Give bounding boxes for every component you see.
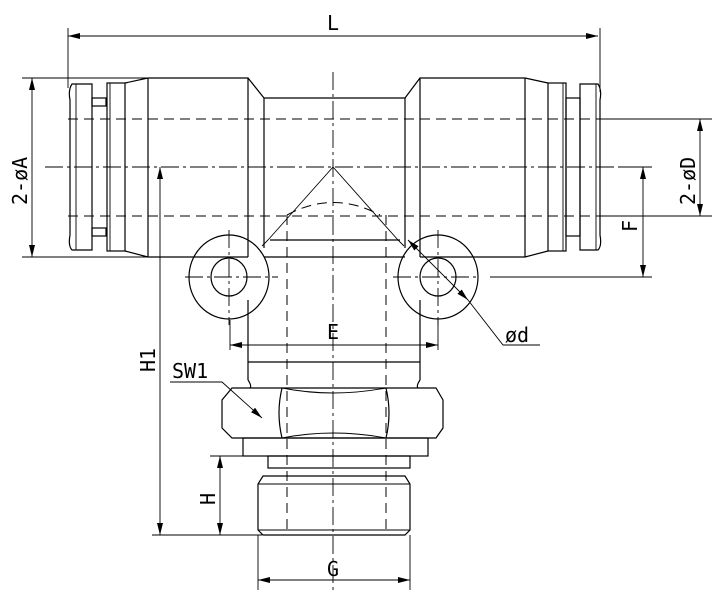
label-2-dD: 2-øD [676,157,700,205]
release-ring-right [393,230,480,325]
label-E: E [327,320,339,344]
label-2-dA: 2-øA [8,157,32,205]
stem-and-thread [221,300,444,536]
label-L: L [327,11,339,35]
label-SW1: SW1 [172,359,208,383]
label-G: G [327,557,339,581]
hidden-lines [45,72,640,590]
hex-nut [221,387,444,439]
label-H: H [196,493,220,505]
label-d: ød [505,323,529,347]
dimension-lines [22,28,712,590]
label-H1: H1 [136,348,160,372]
release-ring-left [185,230,278,325]
tee-body [68,77,602,258]
label-F: F [618,220,642,232]
